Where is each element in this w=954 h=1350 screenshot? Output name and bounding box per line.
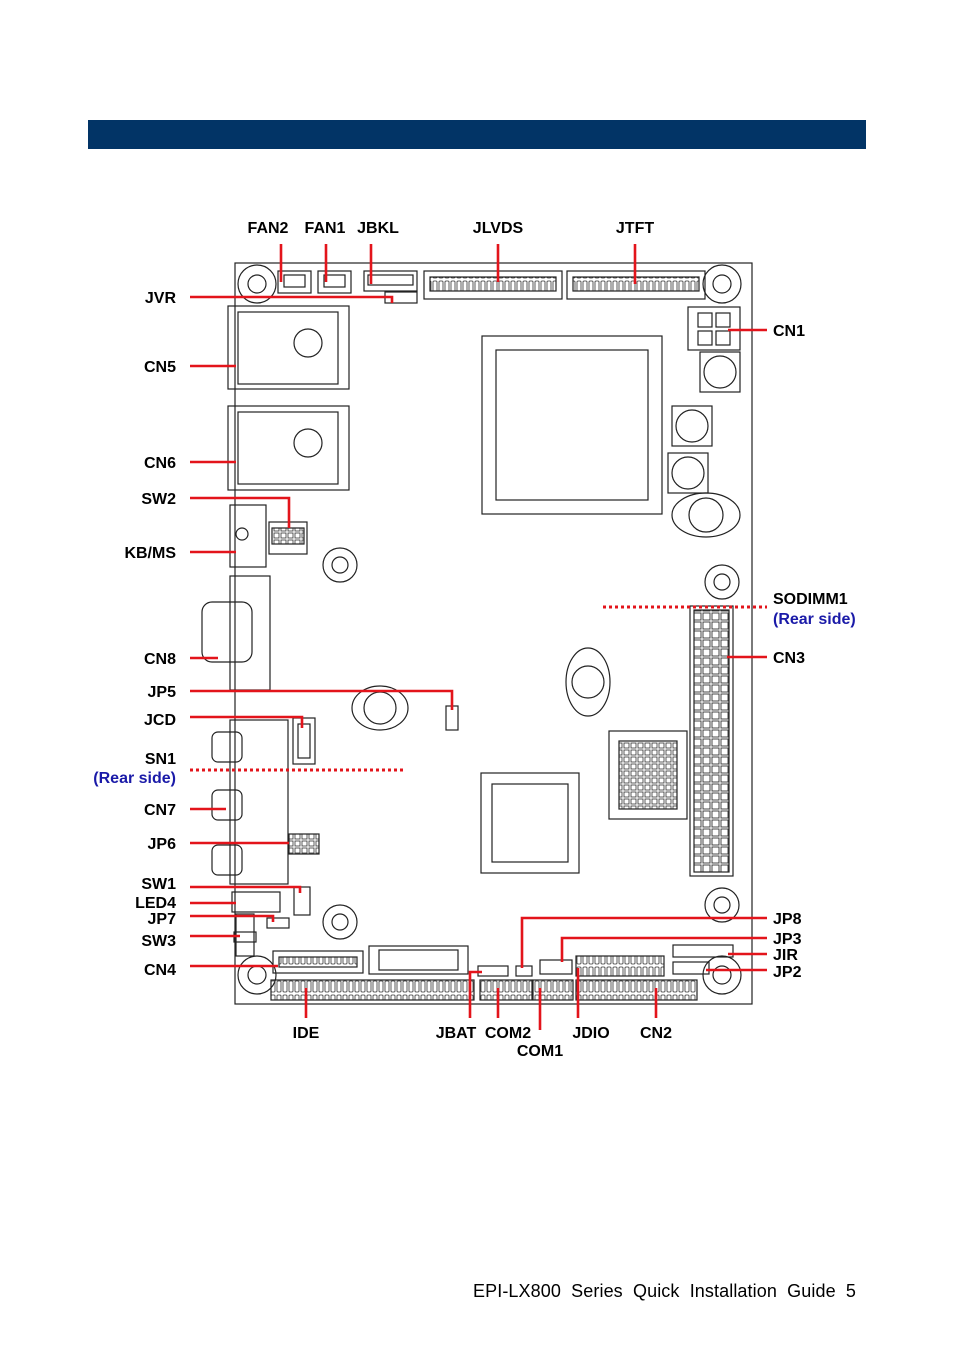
mounting-hole — [704, 564, 740, 600]
label-cn4: CN4 — [144, 962, 176, 979]
leader-sw1 — [190, 885, 302, 893]
label-com2: COM2 — [485, 1025, 531, 1042]
label-jir: JIR — [773, 947, 798, 964]
fan1-connector — [317, 270, 352, 294]
com1-header — [532, 979, 574, 1001]
label-cn1: CN1 — [773, 323, 805, 340]
leader-jp3 — [560, 936, 767, 962]
leader-jbat — [468, 970, 482, 1018]
leader-jvr — [190, 295, 394, 303]
label-ide: IDE — [293, 1025, 320, 1042]
label-sn1: SN1 — [145, 751, 176, 768]
board-drawing — [201, 262, 753, 1005]
label-sodimm1-rear-note: (Rear side) — [773, 611, 856, 628]
label-sn1-rear-note: (Rear side) — [93, 770, 176, 787]
ide-header — [270, 979, 475, 1001]
jp2-jumper — [672, 961, 710, 975]
capacitor — [671, 492, 741, 538]
leader-jp5 — [190, 689, 454, 710]
label-cn2: CN2 — [640, 1025, 672, 1042]
label-sodimm1: SODIMM1 — [773, 591, 848, 608]
label-cn8: CN8 — [144, 651, 176, 668]
com2-header — [479, 979, 533, 1001]
label-cn6: CN6 — [144, 455, 176, 472]
label-kbms: KB/MS — [124, 545, 176, 562]
cn4-connector — [272, 950, 364, 974]
capacitor — [667, 452, 709, 494]
mounting-hole — [237, 955, 277, 995]
bios-plcc — [608, 730, 688, 820]
label-jtft: JTFT — [616, 220, 654, 237]
cpu-chip — [481, 335, 663, 515]
jp8-jumper — [515, 965, 533, 977]
capacitor — [351, 685, 409, 731]
cn6-lan — [227, 405, 350, 491]
leader-jcd — [190, 715, 304, 728]
label-fan2: FAN2 — [248, 220, 289, 237]
leader-lines — [190, 244, 767, 1030]
jcd-connector — [292, 717, 316, 765]
label-sw2: SW2 — [141, 491, 176, 508]
kbms-connector — [229, 504, 267, 568]
jdio-header — [575, 955, 665, 977]
label-led4: LED4 — [135, 895, 176, 912]
label-com1: COM1 — [517, 1043, 563, 1060]
label-cn5: CN5 — [144, 359, 176, 376]
label-jp8: JP8 — [773, 911, 802, 928]
label-cn7: CN7 — [144, 802, 176, 819]
battery-socket — [368, 945, 469, 975]
label-jvr: JVR — [145, 290, 177, 307]
label-jcd: JCD — [144, 712, 176, 729]
cn1-connector — [687, 306, 741, 351]
capacitor — [699, 351, 741, 393]
sw1-switch — [293, 886, 311, 916]
jbkl-connector — [363, 270, 418, 292]
cn5-lan — [227, 305, 350, 390]
chipset — [480, 772, 580, 874]
leader-jp8 — [520, 916, 767, 968]
label-jp5: JP5 — [148, 684, 177, 701]
label-jdio: JDIO — [572, 1025, 609, 1042]
label-sw3: SW3 — [141, 933, 176, 950]
jp7-jumper — [266, 917, 290, 929]
mounting-hole — [704, 887, 740, 923]
fan2-connector — [277, 270, 312, 294]
mounting-hole — [702, 264, 742, 304]
jir-header — [672, 944, 734, 958]
capacitor — [671, 405, 713, 447]
label-sw1: SW1 — [141, 876, 176, 893]
mounting-hole — [702, 955, 742, 995]
capacitor — [565, 647, 611, 717]
cn8-vga — [229, 575, 271, 691]
jbat-jumper — [477, 965, 509, 977]
jp6-jumper — [288, 833, 320, 855]
component-labels: FAN2 FAN1 JBKL JLVDS JTFT JVR CN5 CN6 SW… — [93, 220, 855, 1060]
cn7-com — [229, 719, 289, 885]
label-jlvds: JLVDS — [473, 220, 524, 237]
cn2-header — [575, 979, 698, 1001]
label-jp7: JP7 — [148, 911, 177, 928]
leader-jp7 — [190, 914, 275, 922]
label-fan1: FAN1 — [305, 220, 346, 237]
jlvds-connector — [423, 270, 563, 300]
label-jp6: JP6 — [148, 836, 177, 853]
jp3-jumper — [539, 959, 573, 975]
led4 — [231, 891, 281, 913]
label-jbat: JBAT — [436, 1025, 477, 1042]
mounting-hole — [322, 904, 358, 940]
label-jp2: JP2 — [773, 964, 802, 981]
mounting-hole — [322, 547, 358, 583]
section-header-bar — [88, 120, 866, 149]
page-footer: EPI-LX800 Series Quick Installation Guid… — [473, 1281, 856, 1301]
label-cn3: CN3 — [773, 650, 805, 667]
mounting-hole — [237, 264, 277, 304]
pcb-outline — [234, 262, 753, 1005]
leader-sw2 — [190, 496, 291, 528]
label-jbkl: JBKL — [357, 220, 399, 237]
label-jp3: JP3 — [773, 931, 802, 948]
